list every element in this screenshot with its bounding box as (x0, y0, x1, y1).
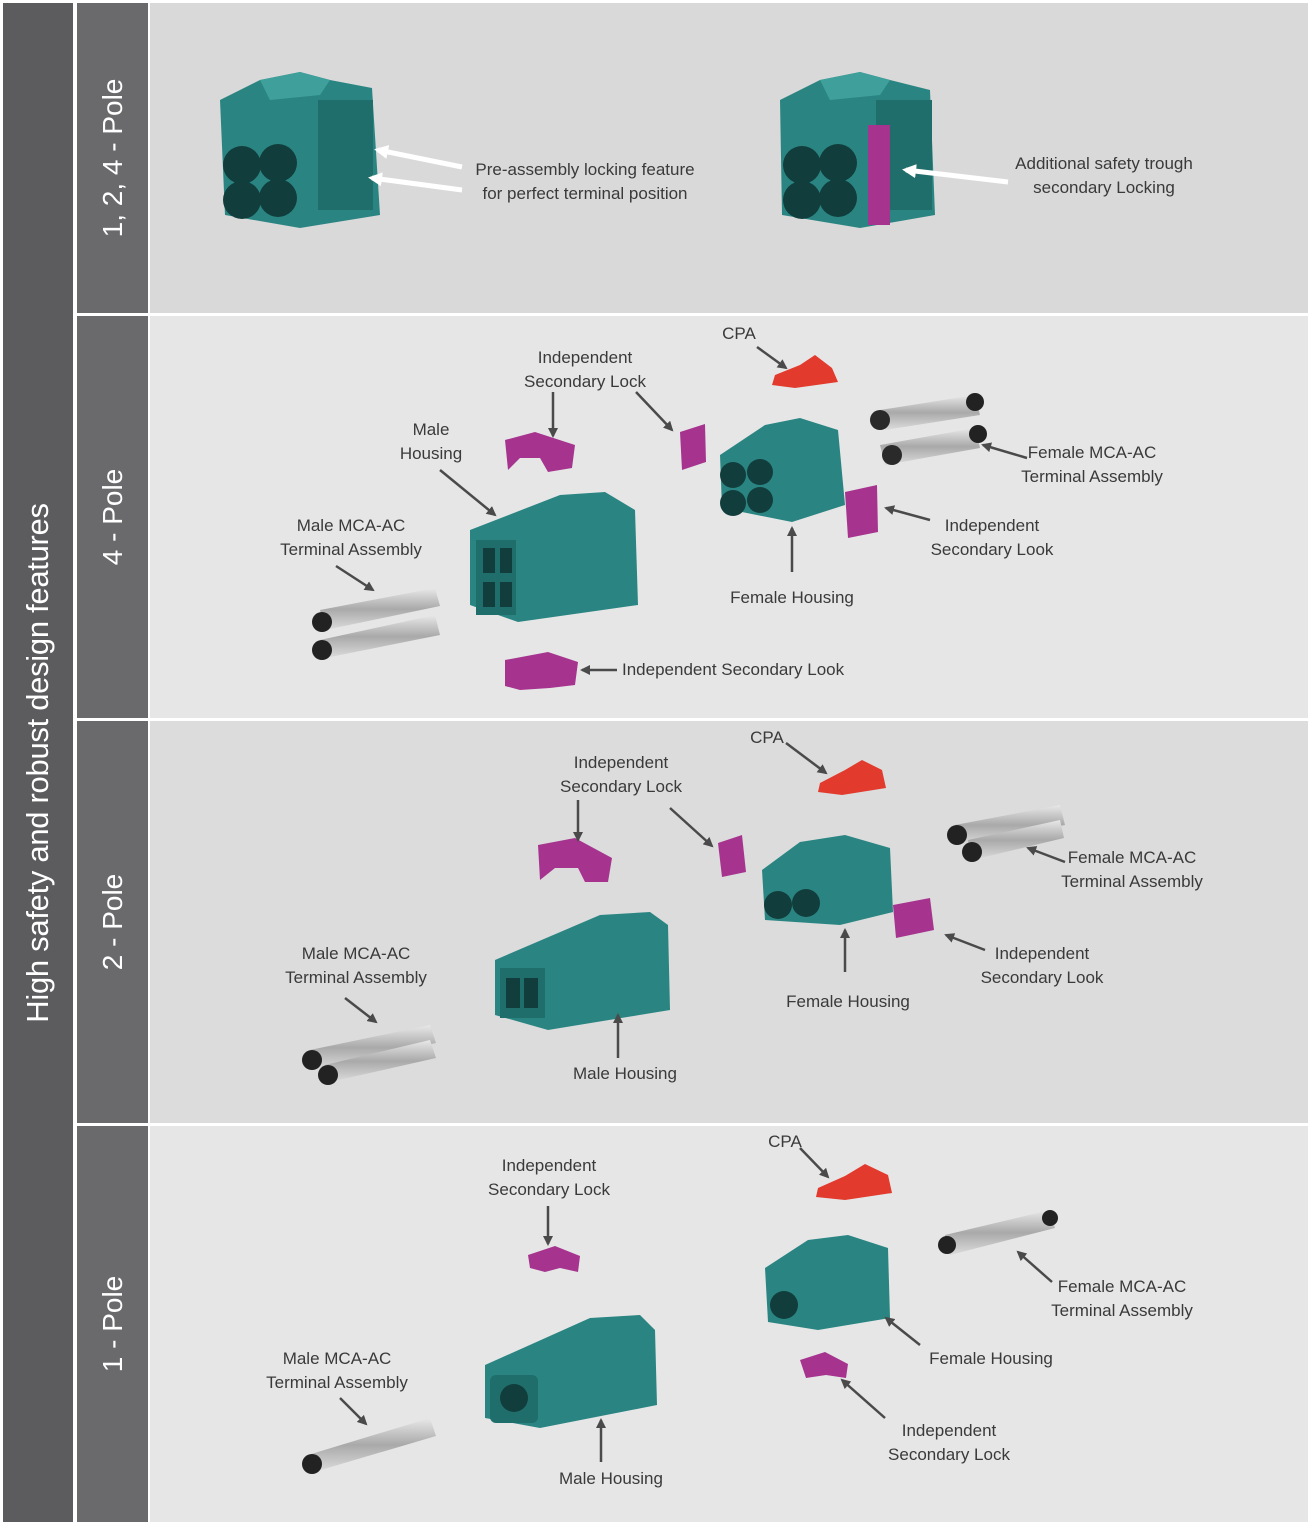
arrow (335, 564, 375, 592)
male-housing-4-pole (470, 492, 638, 622)
arrow (944, 933, 986, 952)
arrow (840, 1378, 886, 1419)
female-terminal-assembly-2 (947, 805, 1065, 862)
label-female-housing: Female Housing (929, 1349, 1053, 1368)
sidebar-title-bar: High safety and robust design features (3, 3, 73, 1522)
label-cpa: CPA (722, 324, 756, 343)
arrow (439, 469, 497, 517)
label-independent-secondary-look-bottom: Independent Secondary Look (622, 660, 845, 679)
cpa-part (818, 760, 886, 795)
male-housing-1-pole (485, 1315, 657, 1428)
arrow (785, 742, 828, 775)
secondary-lock-part (505, 424, 878, 690)
male-terminal-assembly-4 (312, 588, 440, 660)
row-label-2-pole: 2 - Pole (77, 721, 148, 1123)
cpa-part (816, 1164, 892, 1200)
arrow (344, 997, 378, 1024)
arrow (1016, 1250, 1053, 1283)
arrow (756, 345, 788, 370)
male-terminal-assembly-1 (302, 1418, 436, 1474)
arrow (884, 505, 931, 522)
arrow (884, 1316, 921, 1346)
secondary-lock-part (528, 1246, 848, 1378)
female-housing-1-pole (765, 1235, 890, 1330)
arrow (339, 1397, 368, 1426)
cpa-part (772, 355, 838, 388)
row-label-1-2-4-pole: 1, 2, 4 - Pole (77, 3, 148, 313)
female-housing-4-pole (720, 418, 845, 522)
label-cpa: CPA (768, 1132, 802, 1151)
male-terminal-assembly-2 (302, 1025, 436, 1085)
secondary-lock-part (538, 835, 934, 938)
arrow (902, 164, 1009, 185)
arrow (981, 442, 1028, 460)
row-label-4-pole: 4 - Pole (77, 316, 148, 718)
connector-front-view-left (220, 72, 380, 228)
label-female-housing: Female Housing (786, 992, 910, 1011)
male-housing-2-pole (495, 912, 670, 1030)
arrow (368, 172, 463, 193)
connector-front-view-right (780, 72, 935, 228)
label-male-housing: Male Housing (559, 1469, 663, 1488)
arrow (374, 145, 463, 170)
female-terminal-assembly-1 (938, 1210, 1058, 1255)
female-terminal-assembly-4 (870, 393, 987, 465)
label-male-housing: Male Housing (573, 1064, 677, 1083)
arrow (799, 1147, 830, 1179)
arrow (1026, 846, 1066, 864)
female-housing-2-pole (762, 835, 893, 925)
arrow (635, 391, 674, 432)
label-female-housing: Female Housing (730, 588, 854, 607)
label-cpa: CPA (750, 728, 784, 747)
arrow (669, 807, 714, 848)
row-label-1-pole: 1 - Pole (77, 1126, 148, 1522)
